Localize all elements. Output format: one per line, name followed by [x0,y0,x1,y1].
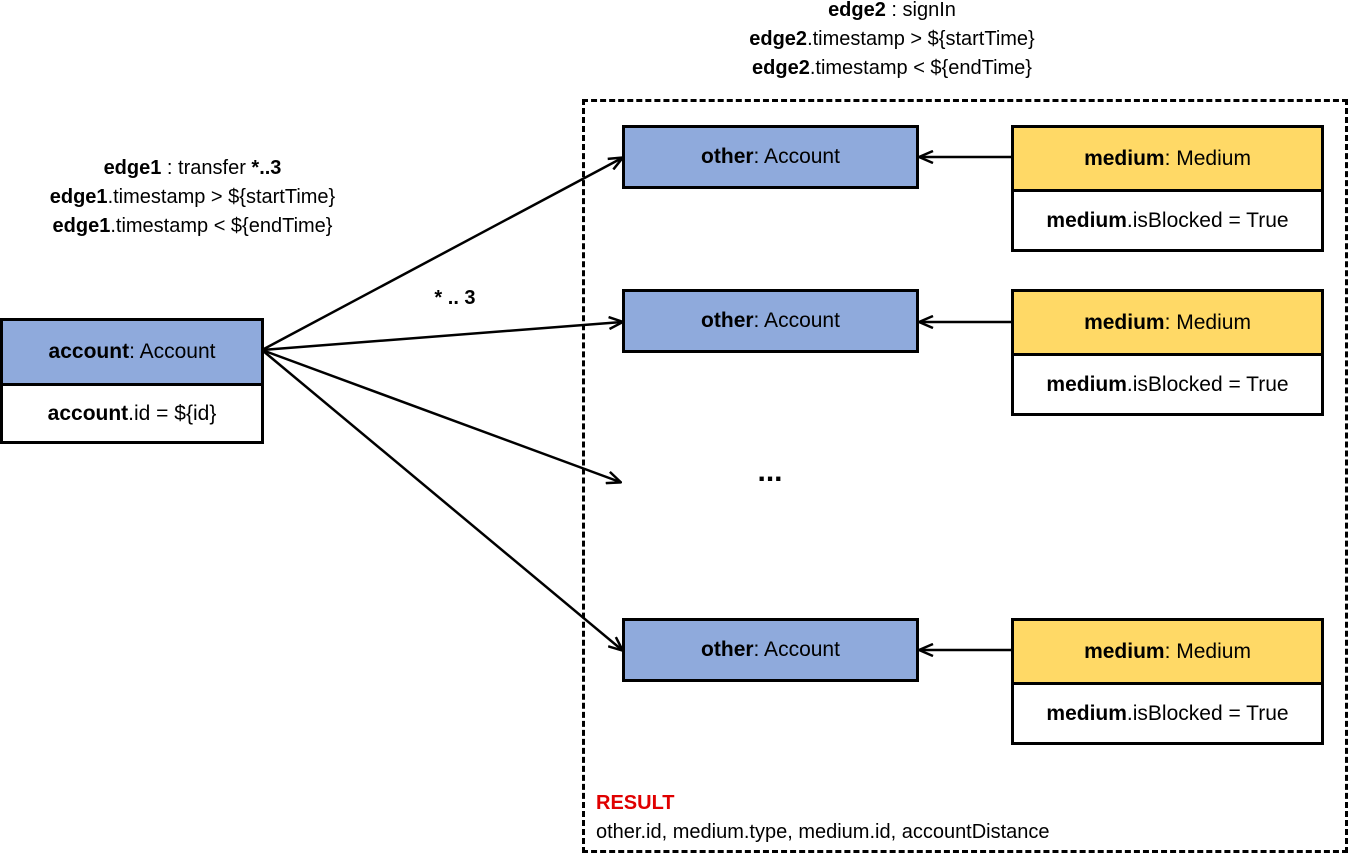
transfer-edge-3 [261,348,620,482]
edge1-condition-line-1: edge1 : transfer *..3 [103,157,282,179]
other-account-node-label: other : Account [625,128,916,186]
other-account-node-3: other : Account [622,618,919,682]
medium-node-condition: medium.isBlocked = True [1014,189,1321,249]
edge1-condition-line-3: edge1.timestamp < ${endTime} [52,215,333,237]
edge1-condition: edge1 : transfer *..3 edge1.timestamp > … [0,154,385,241]
transfer-edge-2 [261,322,622,352]
edge2-condition-line-3: edge2.timestamp < ${endTime} [752,57,1032,79]
medium-node-3: medium : Medium medium.isBlocked = True [1011,618,1324,745]
medium-node-condition: medium.isBlocked = True [1014,682,1321,742]
medium-node-header: medium : Medium [1014,128,1321,189]
ellipsis: ... [757,455,783,488]
account-node: account : Account account.id = ${id} [0,318,264,444]
result-scope-box [582,99,1348,853]
other-account-node-1: other : Account [622,125,919,189]
account-node-condition: account.id = ${id} [3,383,261,441]
result-fields: other.id, medium.type, medium.id, accoun… [596,821,1050,843]
medium-node-header: medium : Medium [1014,621,1321,682]
other-account-node-2: other : Account [622,289,919,353]
transfer-edge-4 [261,349,622,650]
edge2-condition: edge2 : signIn edge2.timestamp > ${start… [642,0,1142,83]
multiplicity-label: * .. 3 [434,287,476,309]
edge1-condition-line-2: edge1.timestamp > ${startTime} [49,186,336,208]
other-account-node-label: other : Account [625,621,916,679]
medium-node-1: medium : Medium medium.isBlocked = True [1011,125,1324,252]
edge2-condition-line-2: edge2.timestamp > ${startTime} [749,28,1035,50]
medium-node-header: medium : Medium [1014,292,1321,353]
account-node-header: account : Account [3,321,261,383]
result-label: RESULT [596,792,675,814]
other-account-node-label: other : Account [625,292,916,350]
medium-node-2: medium : Medium medium.isBlocked = True [1011,289,1324,416]
transfer-edge-1 [261,158,622,352]
medium-node-condition: medium.isBlocked = True [1014,353,1321,413]
edge2-condition-line-1: edge2 : signIn [828,0,956,21]
